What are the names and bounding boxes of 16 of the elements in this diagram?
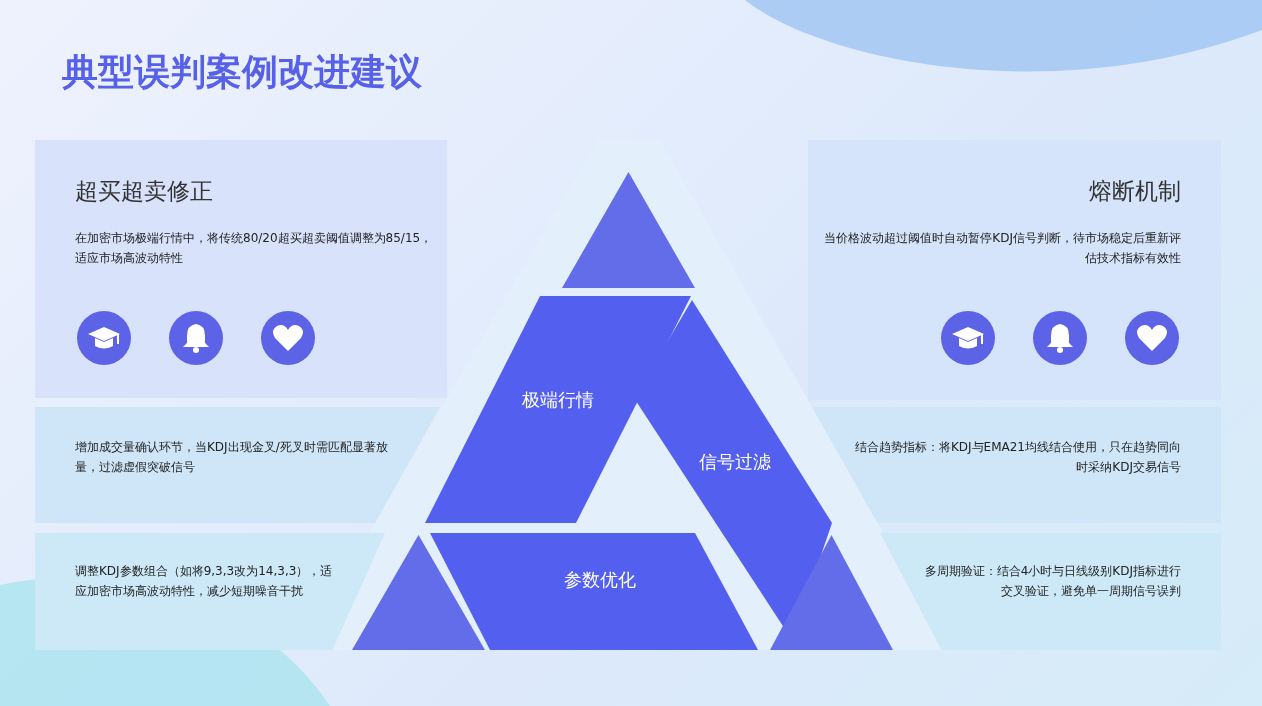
description-text: 结合趋势指标：将KDJ与EMA21均线结合使用，只在趋势同向时采纳KDJ交易信号	[853, 439, 1181, 476]
shape-label: 参数优化	[564, 568, 636, 592]
description-text: 增加成交量确认环节，当KDJ出现金叉/死叉时需匹配显著放量，过滤虚假突破信号	[75, 439, 389, 476]
shape-label: 极端行情	[522, 388, 594, 412]
slide-title: 典型误判案例改进建议	[62, 50, 422, 94]
description-text: 在加密市场极端行情中，将传统80/20超买超卖阈值调整为85/15，适应市场高波动特性	[75, 230, 434, 267]
panel-heading: 超买超卖修正	[75, 177, 213, 206]
description-text: 调整KDJ参数组合（如将9,3,3改为14,3,3），适应加密市场高波动特性，减少短期噪音干扰	[75, 563, 334, 600]
card-background	[35, 140, 447, 398]
card-background	[808, 140, 1221, 400]
description-text: 多周期验证：结合4小时与日线级别KDJ指标进行交叉验证，避免单一周期信号误判	[923, 563, 1181, 600]
shape-label: 信号过滤	[699, 450, 771, 474]
card-background	[35, 407, 440, 523]
card-background	[812, 407, 1221, 523]
panel-heading: 熔断机制	[1089, 177, 1181, 206]
description-text: 当价格波动超过阈值时自动暂停KDJ信号判断，待市场稳定后重新评估技术指标有效性	[823, 230, 1181, 267]
